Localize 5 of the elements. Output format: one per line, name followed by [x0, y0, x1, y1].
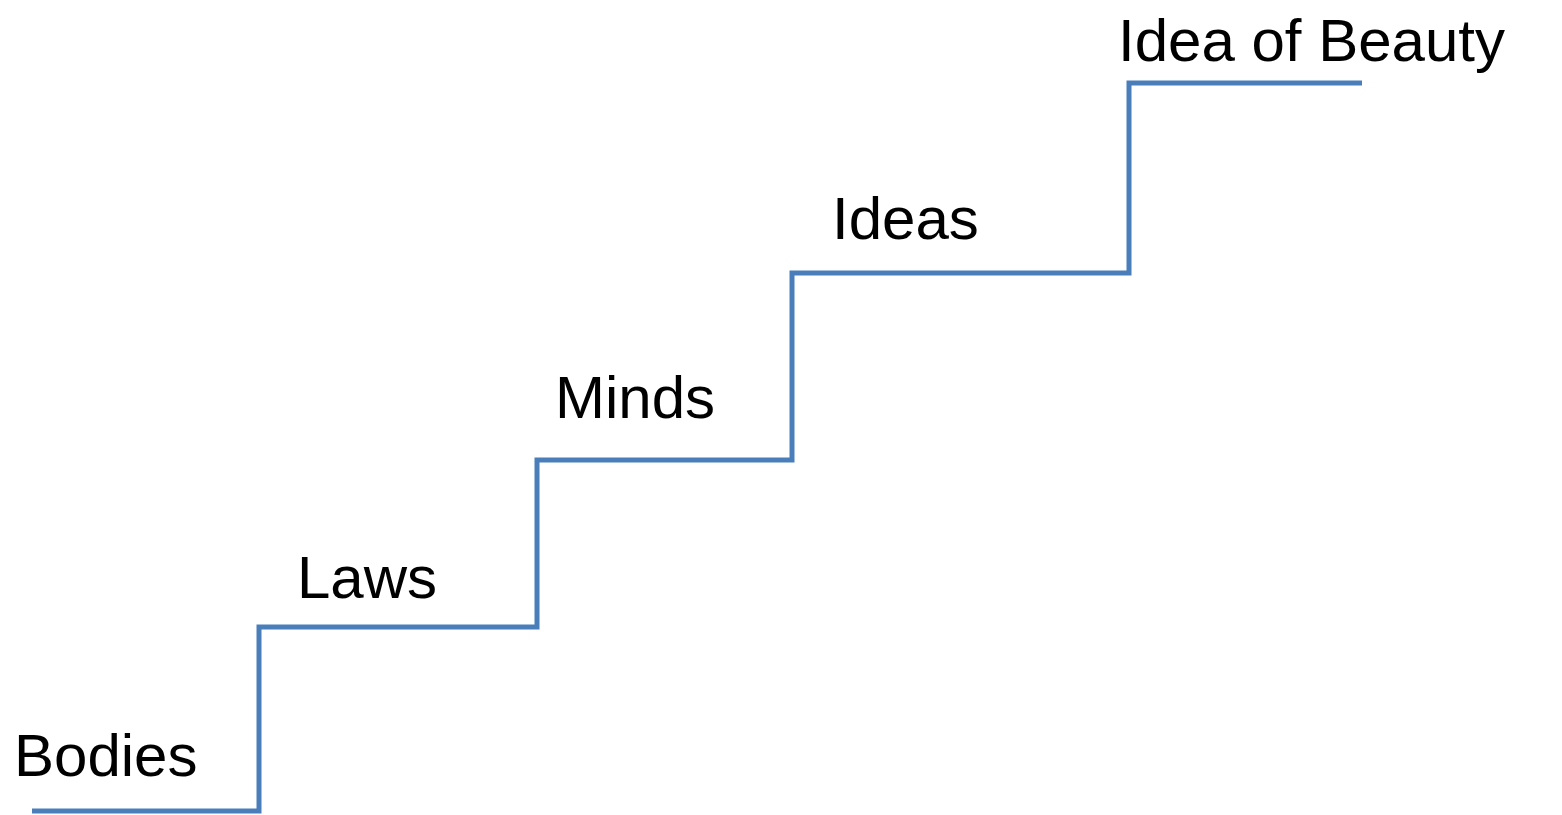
step-label: Minds [555, 368, 716, 428]
step-label: Laws [297, 548, 438, 608]
step-label: Idea of Beauty [1118, 11, 1505, 71]
step-label: Ideas [832, 189, 979, 249]
step-label: Bodies [14, 726, 198, 786]
